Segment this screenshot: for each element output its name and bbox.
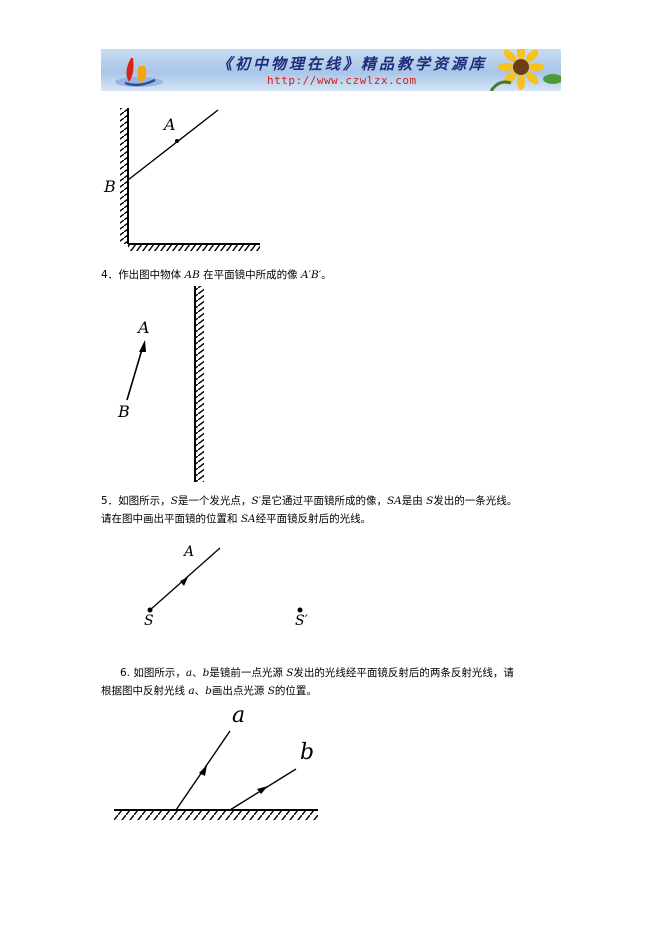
object-ab [126, 345, 144, 401]
q5-label-s: S [144, 613, 154, 629]
header-banner: 《初中物理在线》精品教学资源库 http://www.czwlzx.com [101, 49, 561, 91]
fig1-label-a: A [164, 115, 176, 134]
question-4-text: 4．作出图中物体 AB 在平面镜中所成的像 A′B′。 [101, 269, 332, 281]
figure-q4 [126, 286, 204, 482]
q5-label-s-prime: S′ [295, 613, 308, 629]
figure-corner-mirror [120, 108, 260, 251]
banner-url: http://www.czwlzx.com [267, 74, 417, 87]
q4-label-b: B [118, 402, 130, 421]
point-s-prime [297, 607, 303, 613]
ray-b-arrow [257, 786, 268, 794]
q4-label-a: A [138, 318, 150, 337]
ray-a-arrow [199, 765, 207, 776]
q6-label-a: a [232, 703, 246, 728]
logo-icon [115, 58, 163, 87]
ray-arrow [180, 577, 188, 586]
figure-q5 [147, 547, 303, 613]
question-6-line-2: 根据图中反射光线 a、b画出点光源 S的位置。 [101, 685, 317, 697]
question-6-line-1: 6. 如图所示，a、b是镜前一点光源 S发出的光线经平面镜反射后的两条反射光线，… [120, 667, 514, 679]
arrow-head [139, 340, 146, 352]
light-ray [127, 109, 219, 181]
sunflower-icon [489, 49, 561, 91]
point-s [147, 607, 153, 613]
question-5-line-1: 5．如图所示，S是一个发光点，S′是它通过平面镜所成的像，SA是由 S发出的一条… [101, 495, 518, 507]
fig1-label-b: B [104, 177, 116, 196]
banner-title: 《初中物理在线》精品教学资源库 [217, 55, 488, 73]
figure-q6 [114, 730, 318, 820]
q5-label-a: A [184, 544, 195, 560]
q6-label-b: b [300, 740, 315, 765]
point-a [175, 139, 179, 143]
question-5-line-2: 请在图中画出平面镜的位置和 SA经平面镜反射后的光线。 [101, 513, 372, 525]
